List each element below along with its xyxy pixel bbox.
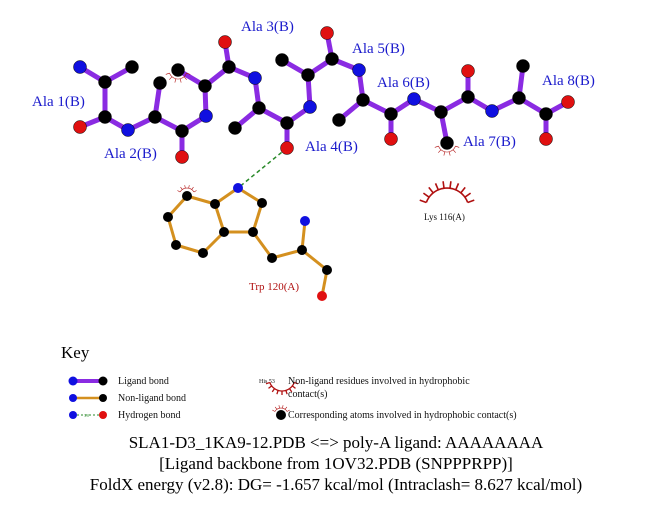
carbon-atom bbox=[275, 53, 289, 67]
carbon-atom bbox=[148, 110, 162, 124]
carbon-atom bbox=[219, 227, 229, 237]
carbon-atom bbox=[434, 105, 448, 119]
svg-text:Corresponding atoms involved i: Corresponding atoms involved in hydropho… bbox=[288, 410, 517, 421]
carbon-atom bbox=[461, 90, 475, 104]
hydrophobic-arc-icon bbox=[265, 381, 299, 395]
residue-label-ala5: Ala 5(B) bbox=[352, 41, 405, 57]
atoms bbox=[73, 26, 575, 301]
caption-line-2: [Ligand backbone from 1OV32.PDB (SNPPPRP… bbox=[159, 454, 513, 473]
bonds bbox=[78, 32, 570, 297]
hydrophobic-contact-icon bbox=[272, 405, 290, 412]
residue-label-ala8: Ala 8(B) bbox=[542, 73, 595, 89]
residue-label-trp120: Trp 120(A) bbox=[249, 281, 299, 293]
carbon-atom bbox=[163, 212, 173, 222]
residue-label-ala7: Ala 7(B) bbox=[463, 134, 516, 150]
carbon-atom bbox=[325, 52, 339, 66]
svg-text:Ligand bond: Ligand bond bbox=[118, 376, 169, 387]
svg-text:3.0: 3.0 bbox=[84, 413, 89, 418]
oxygen-atom bbox=[73, 120, 87, 134]
carbon-atom bbox=[539, 107, 553, 121]
residue-label-ala2: Ala 2(B) bbox=[104, 146, 157, 162]
caption-line-1: SLA1-D3_1KA9-12.PDB <=> poly-A ligand: A… bbox=[129, 433, 544, 452]
key-hydrogen-bond: 3.0 Hydrogen bond bbox=[69, 410, 181, 421]
nitrogen-atom bbox=[233, 183, 243, 193]
carbon-atom bbox=[228, 121, 242, 135]
key-corresponding-atoms: Corresponding atoms involved in hydropho… bbox=[272, 405, 517, 421]
non-ligand-bond bbox=[301, 248, 328, 272]
carbon-atom bbox=[210, 199, 220, 209]
carbon-atom bbox=[280, 116, 294, 130]
oxygen-atom bbox=[539, 132, 553, 146]
carbon-atom bbox=[297, 245, 307, 255]
svg-text:His 53: His 53 bbox=[259, 379, 275, 385]
nitrogen-atom bbox=[300, 216, 310, 226]
residue-label-ala4: Ala 4(B) bbox=[305, 139, 358, 155]
key-non-ligand-bond: Non-ligand bond bbox=[69, 393, 186, 404]
svg-text:Hydrogen bond: Hydrogen bond bbox=[118, 410, 181, 421]
oxygen-atom bbox=[280, 141, 294, 155]
residue-label-ala1: Ala 1(B) bbox=[32, 94, 85, 110]
carbon-atom bbox=[516, 59, 530, 73]
carbon-atom bbox=[332, 113, 346, 127]
carbon-atom bbox=[198, 79, 212, 93]
carbon-atom bbox=[182, 191, 192, 201]
carbon-atom bbox=[98, 110, 112, 124]
carbon-atom bbox=[301, 68, 315, 82]
carbon-atom bbox=[98, 75, 112, 89]
nitrogen-atom bbox=[485, 104, 499, 118]
carbon-atom bbox=[171, 240, 181, 250]
oxygen-atom bbox=[175, 150, 189, 164]
carbon-atom bbox=[222, 60, 236, 74]
hydrophobic-arc-lys116 bbox=[419, 181, 475, 204]
residue-label-lys116: Lys 116(A) bbox=[424, 212, 465, 222]
carbon-atom bbox=[356, 93, 370, 107]
carbon-atom bbox=[252, 101, 266, 115]
carbon-atom bbox=[153, 76, 167, 90]
non-ligand-bond bbox=[251, 231, 274, 259]
carbon-atom bbox=[175, 124, 189, 138]
caption-line-3: FoldX energy (v2.8): DG= -1.657 kcal/mol… bbox=[90, 475, 582, 494]
hydrophobic-contact-icon bbox=[165, 72, 191, 83]
carbon-atom bbox=[125, 60, 139, 74]
carbon-atom bbox=[198, 248, 208, 258]
non-ligand-bond bbox=[271, 248, 303, 260]
svg-text:contact(s): contact(s) bbox=[288, 389, 327, 400]
oxygen-atom bbox=[561, 95, 575, 109]
nitrogen-atom bbox=[199, 109, 213, 123]
non-ligand-bond bbox=[251, 202, 264, 233]
nitrogen-atom bbox=[121, 123, 135, 137]
nitrogen-atom bbox=[303, 100, 317, 114]
carbon-atom bbox=[257, 198, 267, 208]
svg-text:Non-ligand residues involved i: Non-ligand residues involved in hydropho… bbox=[288, 376, 470, 387]
carbon-atom bbox=[512, 91, 526, 105]
carbon-atom bbox=[384, 107, 398, 121]
hydrophobic-contact-icon bbox=[177, 185, 197, 193]
oxygen-atom bbox=[461, 64, 475, 78]
nitrogen-atom bbox=[352, 63, 366, 77]
nitrogen-atom bbox=[248, 71, 262, 85]
nitrogen-atom bbox=[73, 60, 87, 74]
carbon-atom bbox=[322, 265, 332, 275]
oxygen-atom bbox=[320, 26, 334, 40]
residue-label-ala6: Ala 6(B) bbox=[377, 75, 430, 91]
oxygen-atom bbox=[317, 291, 327, 301]
carbon-atom bbox=[267, 253, 277, 263]
key-hydrophobic-residue: His 53 Non-ligand residues involved in h… bbox=[259, 376, 470, 400]
carbon-atom bbox=[248, 227, 258, 237]
key-ligand-bond: Ligand bond bbox=[68, 376, 169, 387]
oxygen-atom bbox=[384, 132, 398, 146]
key-title: Key bbox=[61, 343, 90, 362]
svg-text:Non-ligand bond: Non-ligand bond bbox=[118, 393, 186, 404]
nitrogen-atom bbox=[407, 92, 421, 106]
residue-label-ala3: Ala 3(B) bbox=[241, 19, 294, 35]
carbon-atom bbox=[171, 63, 185, 77]
carbon-atom bbox=[440, 136, 454, 150]
hydrophobic-arcs bbox=[165, 72, 475, 204]
oxygen-atom bbox=[218, 35, 232, 49]
hydrogen-bond bbox=[237, 147, 288, 189]
hydrophobic-atom-icon bbox=[276, 410, 286, 420]
hydrophobic-contact-icon bbox=[434, 145, 460, 156]
